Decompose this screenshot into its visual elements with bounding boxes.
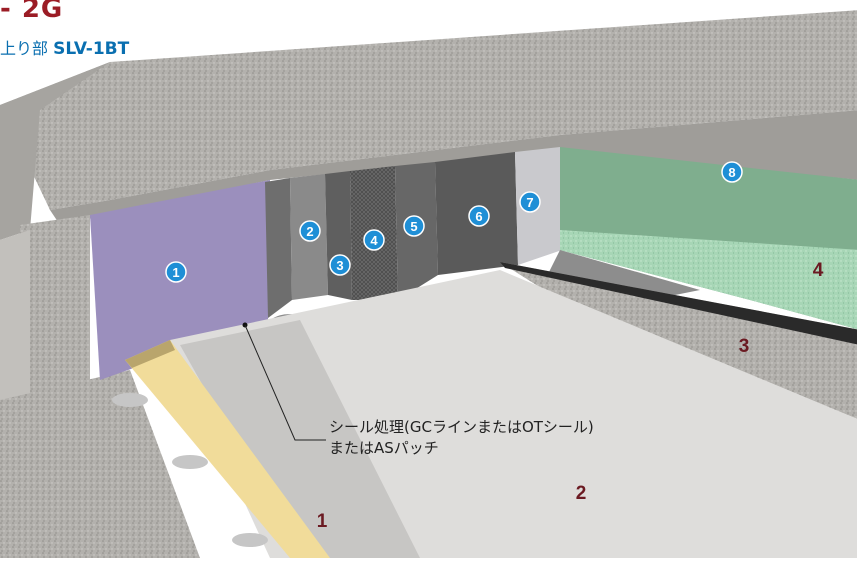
number-label-2: 2 [576,483,587,504]
annotation-text: シール処理(GCラインまたはOTシール) またはASパッチ [329,417,594,459]
layer-3 [325,171,352,300]
page-subtitle: 上り部 SLV-1BT [0,35,129,59]
callout-circle-8: 8 [721,161,743,183]
number-label-1: 1 [317,511,328,532]
svg-text:2: 2 [306,224,313,239]
page-title: - 2G [0,0,64,24]
callout-circle-7: 7 [519,191,541,213]
layer-2 [265,178,292,318]
svg-text:3: 3 [336,258,343,273]
parapet-face [50,110,857,225]
pad [112,393,148,407]
subtitle-code: SLV-1BT [53,39,130,59]
annotation-line-2: またはASパッチ [329,439,439,457]
svg-text:4: 4 [370,233,378,248]
parapet-top [0,10,857,210]
subtitle-prefix: 上り部 [0,39,49,58]
callout-circle-6: 6 [468,205,490,227]
leader-line [244,324,326,441]
layer-gravel-3 [500,262,857,419]
svg-text:8: 8 [728,165,735,180]
svg-text:6: 6 [475,209,482,224]
number-label-4: 4 [813,260,824,281]
svg-text:1: 1 [172,265,179,280]
callout-circle-1: 1 [165,261,187,283]
callout-circle-2: 2 [299,220,321,242]
number-label-3: 3 [739,336,750,357]
annotation-line-1: シール処理(GCラインまたはOTシール) [329,418,594,436]
callout-circle-4: 4 [363,229,385,251]
callout-circle-3: 3 [329,254,351,276]
pad [232,533,268,547]
layer-insulation-1 [125,340,330,558]
svg-text:5: 5 [410,219,417,234]
pad [172,455,208,469]
callout-circle-5: 5 [403,215,425,237]
svg-text:7: 7 [526,195,533,210]
left-wall [20,215,90,400]
